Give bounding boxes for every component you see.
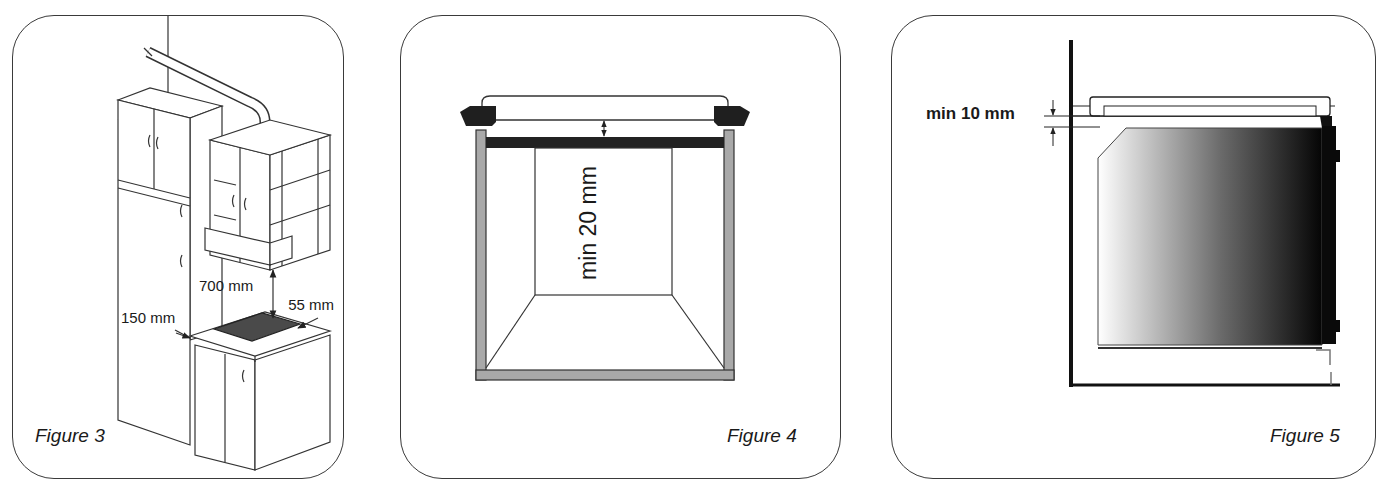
- figure-caption: Figure 3: [35, 426, 105, 445]
- dimension-label: 55 mm: [288, 297, 334, 312]
- figure-caption: Figure 5: [1270, 426, 1340, 445]
- oven-section: [1044, 40, 1340, 387]
- figure-panel: 700 mm 55 mm 150 mm Figure 3: [12, 15, 344, 479]
- dimension-label: min 10 mm: [926, 105, 1015, 122]
- dimension-label: min 20 mm: [577, 166, 600, 280]
- figure-panel: min 10 mm Figure 5: [891, 15, 1376, 479]
- kitchen-drawing: [118, 16, 330, 470]
- dimension-label: 150 mm: [121, 310, 175, 325]
- figure-panel: min 20 mm Figure 4: [400, 15, 841, 479]
- figure-caption: Figure 4: [727, 426, 797, 445]
- cabinet-section: [460, 96, 750, 380]
- dimension-label: 700 mm: [199, 278, 253, 293]
